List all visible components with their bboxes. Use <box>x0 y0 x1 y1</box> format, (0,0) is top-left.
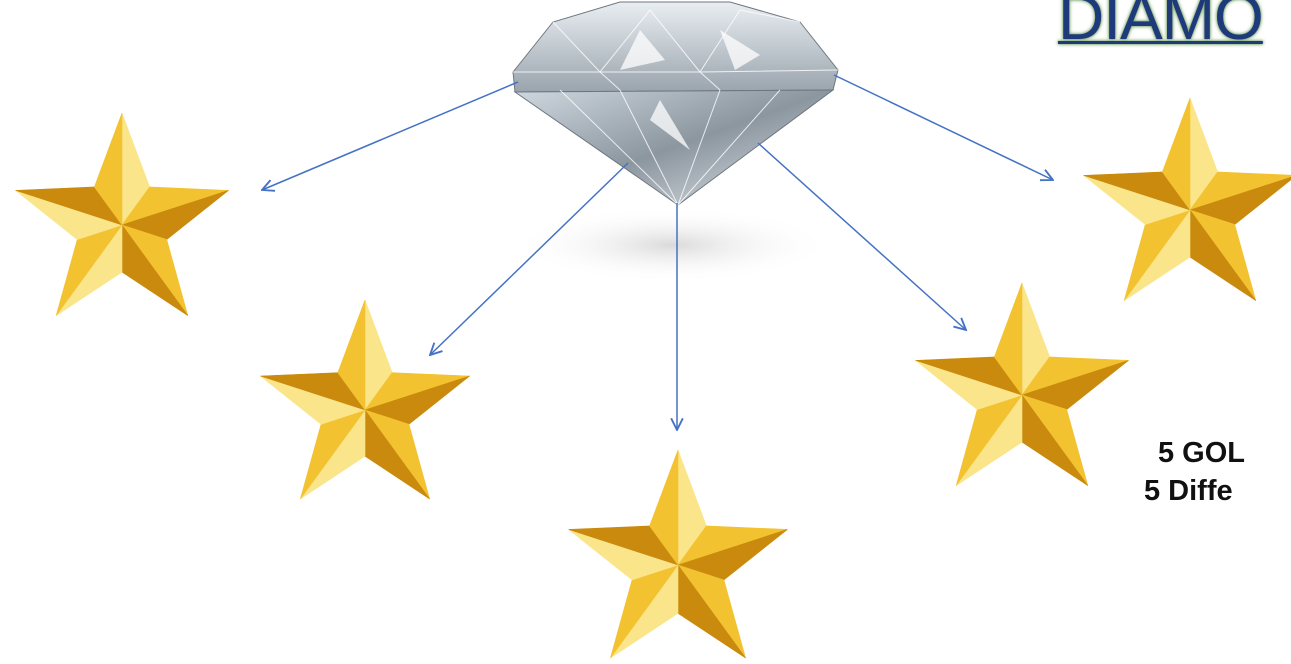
page-title: DIAMO <box>1058 0 1263 54</box>
star-lower-left-icon <box>260 300 469 499</box>
star-bottom-icon <box>569 450 788 658</box>
arrow-to-star-left <box>262 82 518 190</box>
star-left-icon <box>15 113 228 316</box>
caption-line-1: 5 GOL <box>1158 437 1245 470</box>
diamond-image <box>512 2 838 283</box>
caption-line-2: 5 Diffe <box>1144 475 1233 508</box>
arrow-to-star-right <box>834 75 1053 180</box>
star-right-icon <box>1083 98 1291 301</box>
